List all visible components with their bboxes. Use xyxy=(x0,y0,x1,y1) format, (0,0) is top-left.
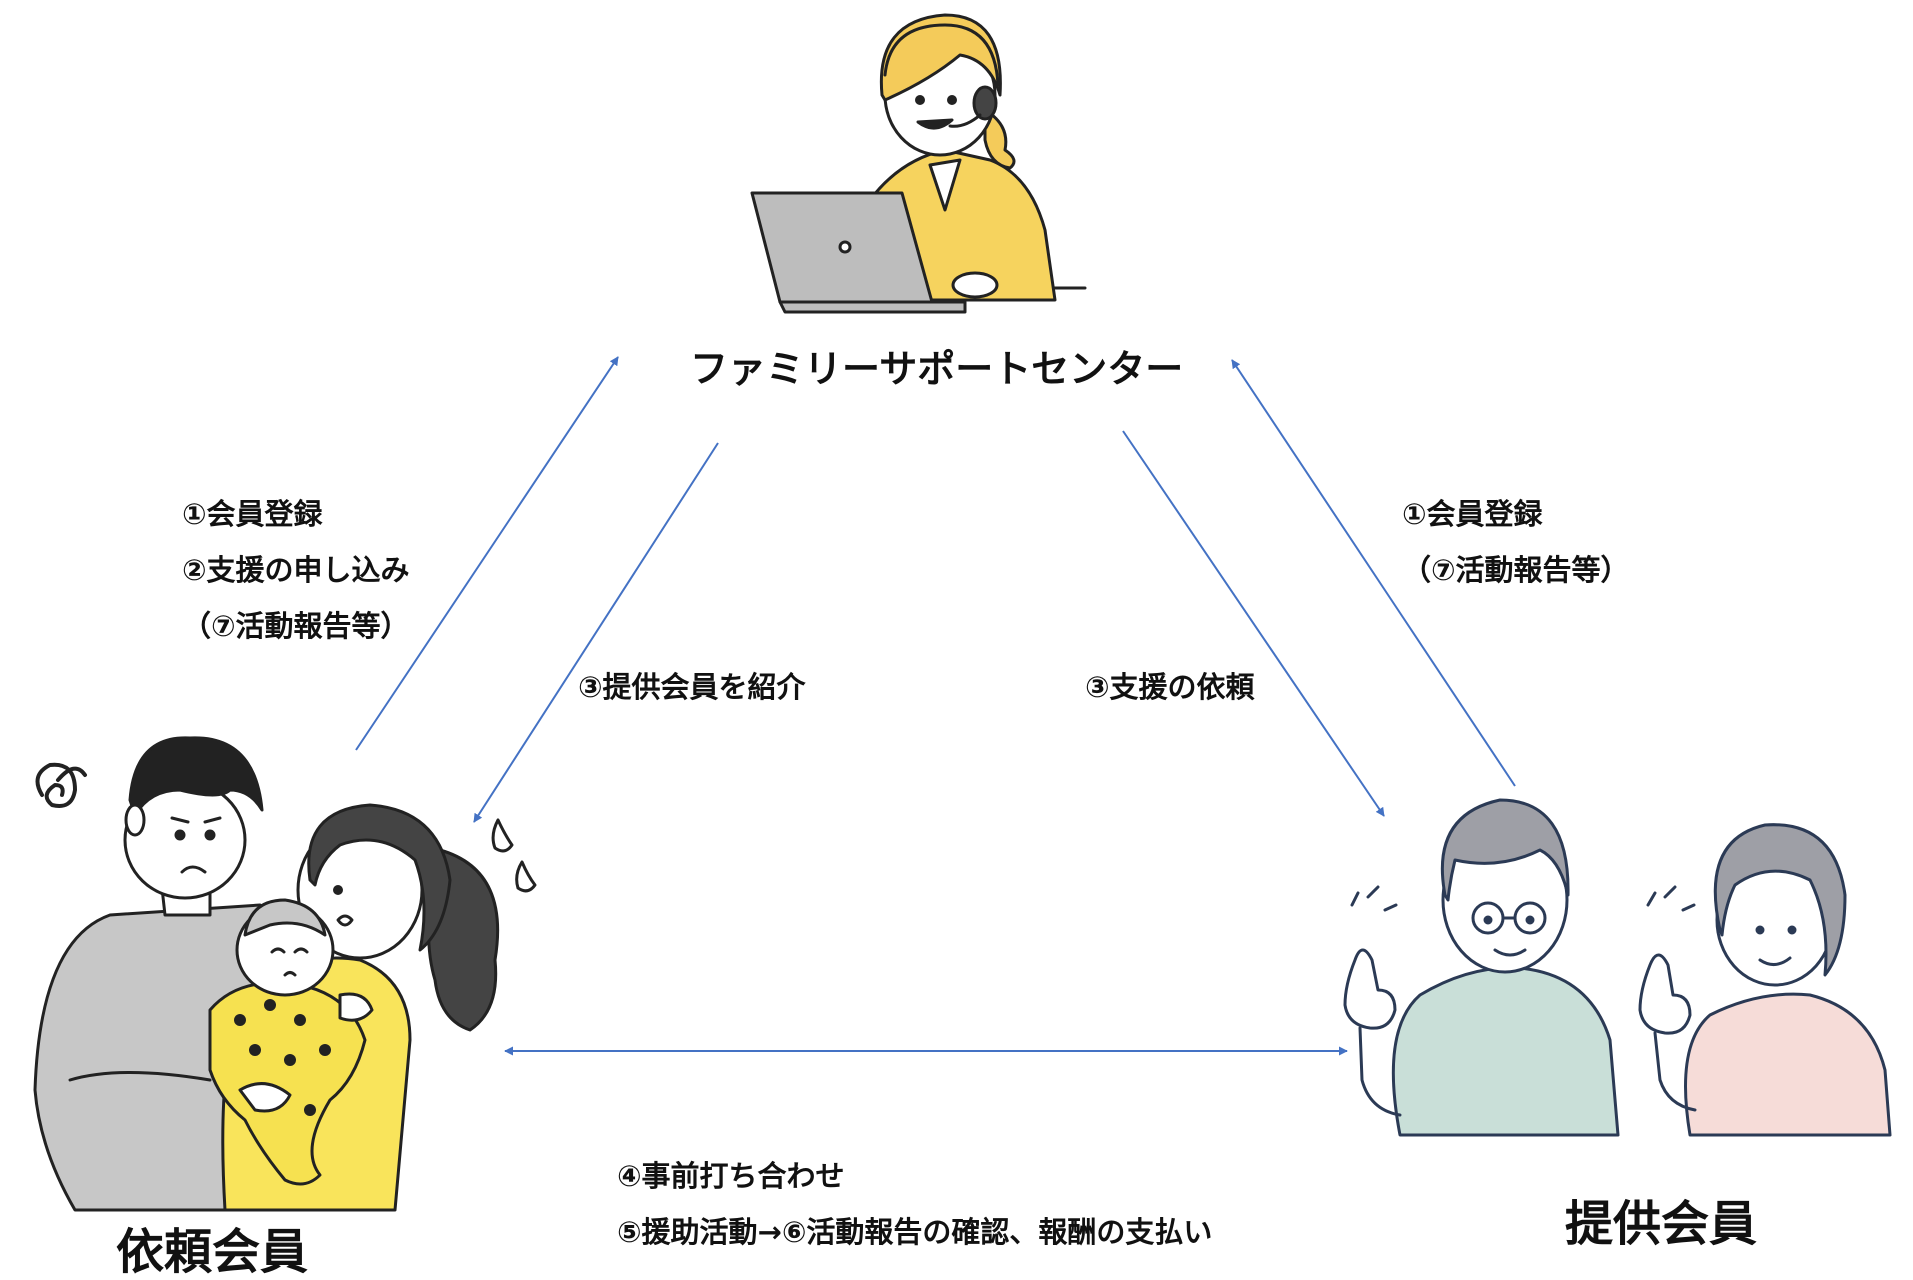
left-flow-line-3: （⑦活動報告等） xyxy=(182,609,410,643)
bottom-flow-line-1: ④事前打ち合わせ xyxy=(617,1159,845,1193)
center-node-label: ファミリーサポートセンター xyxy=(690,347,1184,391)
right-flow-line-2: （⑦活動報告等） xyxy=(1402,553,1630,587)
provider-node-label: 提供会員 xyxy=(1565,1196,1758,1252)
arrow-center-to-provider xyxy=(1122,430,1385,817)
arrow-requester-to-center xyxy=(355,356,619,751)
center-to-requester-label: ③提供会員を紹介 xyxy=(578,670,806,704)
arrow-center-to-requester xyxy=(473,442,719,823)
staff-with-headset-icon xyxy=(750,13,1087,314)
right-flow-line-1: ①会員登録 xyxy=(1402,497,1543,531)
requester-node-label: 依頼会員 xyxy=(116,1224,309,1280)
arrow-provider-to-center xyxy=(1231,359,1516,787)
left-flow-line-2: ②支援の申し込み xyxy=(182,553,410,587)
parents-with-baby-icon xyxy=(33,736,537,1212)
bottom-flow-line-2: ⑤援助活動→⑥活動報告の確認、報酬の支払い xyxy=(617,1215,1213,1249)
elderly-couple-icon xyxy=(1343,798,1892,1137)
center-to-provider-label: ③支援の依頼 xyxy=(1085,670,1255,704)
left-flow-line-1: ①会員登録 xyxy=(182,497,323,531)
